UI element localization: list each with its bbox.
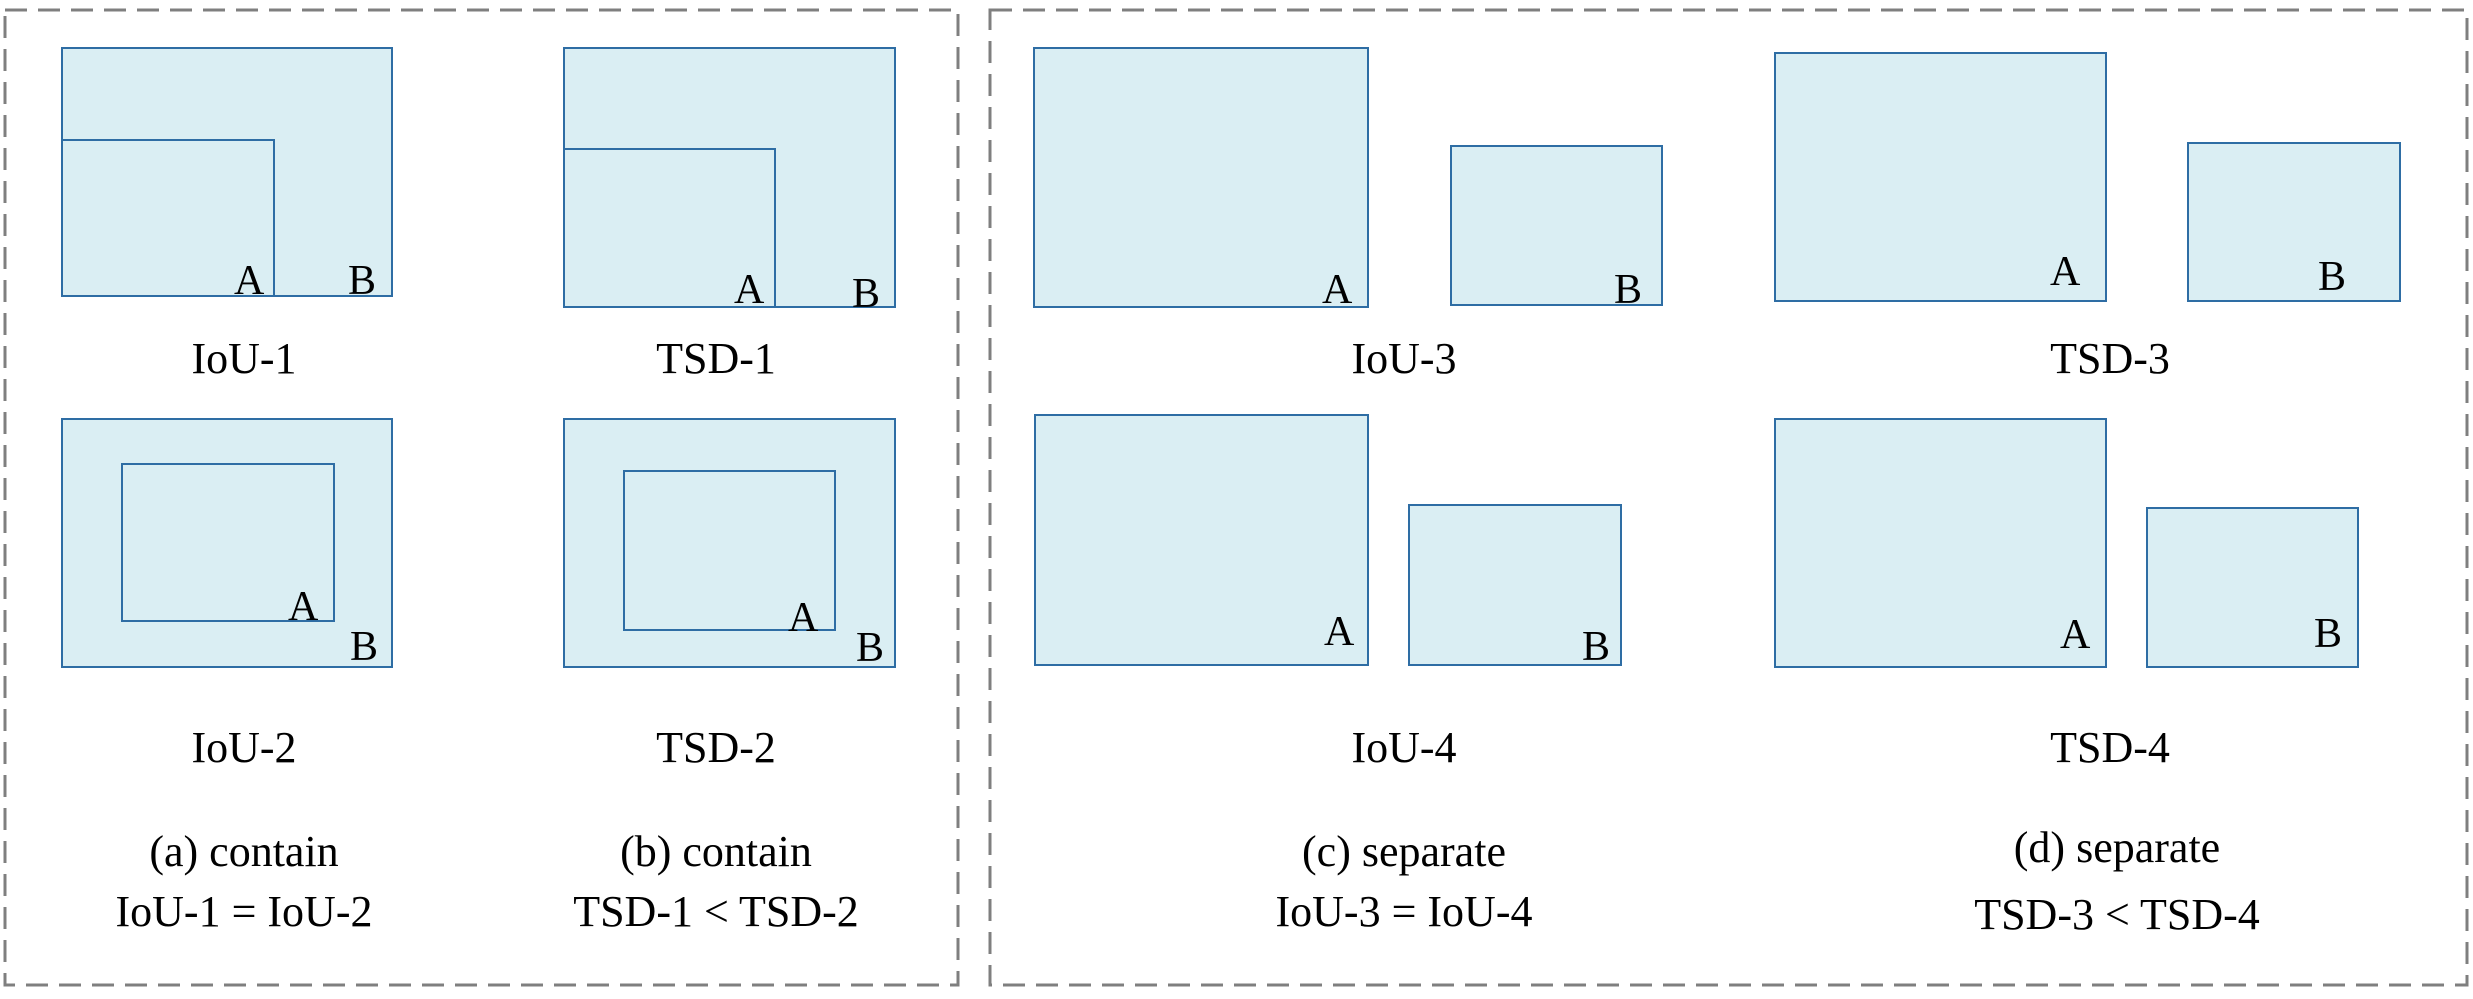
iou-4-figure: A B (1034, 414, 1622, 670)
box-b-label: B (856, 625, 884, 671)
box-b-label: B (2314, 611, 2342, 657)
case-label-tsd-4: TSD-4 (2050, 723, 2170, 772)
caption-c-line2: IoU-3 = IoU-4 (1276, 887, 1533, 936)
box-b (1408, 504, 1622, 666)
tsd-4-figure: A B (1774, 418, 2359, 668)
box-a-label: A (734, 267, 765, 313)
box-a (563, 148, 776, 308)
case-label-iou-2: IoU-2 (191, 723, 296, 772)
caption-a-line1: (a) contain (149, 827, 338, 876)
box-a (1034, 414, 1369, 666)
box-a-label: A (2050, 249, 2081, 295)
box-a-label: A (788, 595, 819, 641)
case-label-iou-1: IoU-1 (191, 334, 296, 383)
box-a-label: A (288, 584, 319, 630)
separate-group-frame (988, 8, 2469, 987)
caption-d-line2: TSD-3 < TSD-4 (1974, 890, 2260, 939)
case-label-tsd-1: TSD-1 (656, 334, 776, 383)
contain-group-frame (3, 8, 960, 987)
tsd-1-figure: A B (563, 47, 896, 317)
box-a (61, 139, 275, 297)
case-label-iou-4: IoU-4 (1351, 723, 1456, 772)
caption-b-line1: (b) contain (620, 827, 812, 876)
box-a-label: A (234, 258, 265, 304)
box-a-label: A (1322, 267, 1353, 313)
iou-2-figure: A B (61, 418, 393, 670)
box-b (2146, 507, 2359, 668)
caption-d-line1: (d) separate (2014, 823, 2220, 872)
case-label-tsd-3: TSD-3 (2050, 334, 2170, 383)
tsd-3-figure: A B (1774, 52, 2401, 302)
box-a-label: A (2060, 612, 2091, 658)
box-b (563, 418, 896, 668)
box-b-label: B (2318, 254, 2346, 300)
box-b (2187, 142, 2401, 302)
box-b (1450, 145, 1663, 306)
box-b-label: B (852, 271, 880, 317)
box-b (61, 418, 393, 668)
box-a (121, 463, 335, 622)
caption-c-line1: (c) separate (1302, 827, 1506, 876)
iou-3-figure: A B (1033, 47, 1663, 313)
case-label-tsd-2: TSD-2 (656, 723, 776, 772)
box-a-label: A (1324, 609, 1355, 655)
box-a (1033, 47, 1369, 308)
tsd-2-figure: A B (563, 418, 896, 671)
caption-b-line2: TSD-1 < TSD-2 (573, 887, 859, 936)
box-b-label: B (350, 624, 378, 670)
box-b-label: B (348, 258, 376, 304)
iou-1-figure: A B (61, 47, 393, 304)
box-b-label: B (1582, 624, 1610, 670)
case-label-iou-3: IoU-3 (1351, 334, 1456, 383)
box-b-label: B (1614, 267, 1642, 313)
box-a (623, 470, 836, 631)
box-a (1774, 52, 2107, 302)
box-b (563, 47, 896, 308)
box-b (61, 47, 393, 297)
caption-a-line2: IoU-1 = IoU-2 (116, 887, 373, 936)
box-a (1774, 418, 2107, 668)
